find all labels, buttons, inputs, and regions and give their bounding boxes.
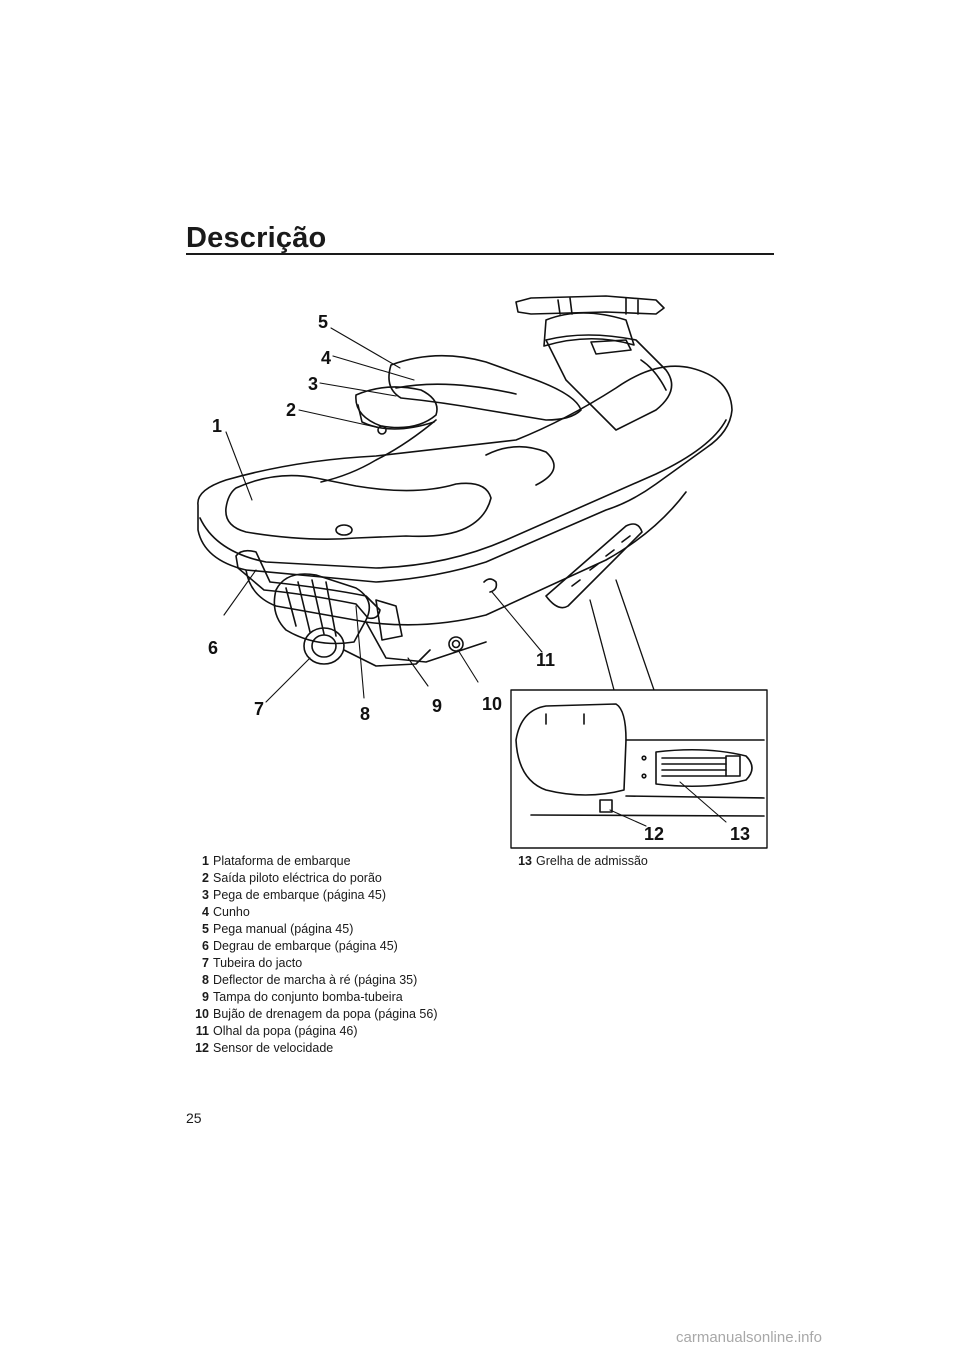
callout-4: 4 bbox=[321, 348, 331, 368]
callout-13: 13 bbox=[730, 824, 750, 844]
hull-outline bbox=[197, 365, 733, 583]
callout-2: 2 bbox=[286, 400, 296, 420]
watermark: carmanualsonline.info bbox=[676, 1329, 822, 1346]
callout-1: 1 bbox=[212, 416, 222, 436]
boarding-step bbox=[235, 549, 381, 620]
callout-numbers: 1 2 3 4 5 6 7 8 9 10 11 12 13 bbox=[208, 312, 750, 844]
handlebar-drawing bbox=[515, 295, 665, 347]
seat-drawing bbox=[355, 354, 582, 430]
callout-11: 11 bbox=[536, 650, 555, 670]
callout-12: 12 bbox=[644, 824, 664, 844]
boarding-platform-mat bbox=[225, 474, 492, 540]
jet-pump-drawing bbox=[273, 573, 431, 667]
callout-5: 5 bbox=[318, 312, 328, 332]
page-title: Descrição bbox=[186, 222, 327, 254]
callout-6: 6 bbox=[208, 638, 218, 658]
title-rule bbox=[186, 253, 774, 255]
callout-10: 10 bbox=[482, 694, 502, 714]
watercraft-illustration: 1 2 3 4 5 6 7 8 9 10 11 12 13 bbox=[186, 270, 774, 850]
intake-grate-inset bbox=[510, 689, 768, 849]
side-vents bbox=[545, 523, 643, 609]
callout-8: 8 bbox=[360, 704, 370, 724]
leader-lines bbox=[223, 327, 727, 827]
page-number: 25 bbox=[186, 1110, 202, 1126]
callout-9: 9 bbox=[432, 696, 442, 716]
callout-3: 3 bbox=[308, 374, 318, 394]
callout-7: 7 bbox=[254, 699, 264, 719]
